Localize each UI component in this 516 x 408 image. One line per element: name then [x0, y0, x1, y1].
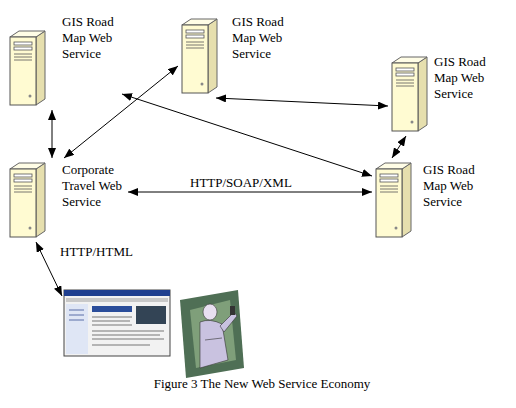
connector-arrow: [216, 98, 388, 106]
person-clipart: [180, 290, 244, 378]
protocol-label: HTTP/HTML: [60, 244, 133, 260]
browser-screenshot: [64, 290, 170, 356]
server-icon: [10, 163, 45, 237]
service-label: Corporate Travel Web Service: [62, 162, 128, 210]
connector-arrow: [392, 136, 406, 158]
service-node: GIS Road Map Web Service: [8, 12, 122, 110]
connector-label: HTTP/SOAP/XML: [190, 175, 292, 191]
server-icon: [376, 163, 411, 237]
service-label: GIS Road Map Web Service: [62, 14, 128, 62]
server-icon: [10, 31, 45, 105]
service-node: Corporate Travel Web Service: [8, 158, 128, 240]
connector-arrow: [128, 192, 372, 193]
connector-arrow: [64, 66, 178, 158]
server-icon: [182, 19, 217, 93]
connector-arrow: [52, 110, 53, 158]
service-node: GIS Road Map Web Service: [372, 158, 494, 240]
service-node: GIS Road Map Web Service: [388, 52, 502, 136]
connector-arrow: [122, 94, 372, 176]
browser-link-arrow: [36, 242, 62, 296]
figure-caption: Figure 3 The New Web Service Economy: [0, 376, 516, 392]
service-node: GIS Road Map Web Service: [178, 12, 290, 98]
service-label: GIS Road Map Web Service: [434, 54, 500, 102]
service-label: GIS Road Map Web Service: [423, 162, 489, 210]
server-icon: [392, 57, 427, 131]
service-label: GIS Road Map Web Service: [232, 14, 298, 62]
